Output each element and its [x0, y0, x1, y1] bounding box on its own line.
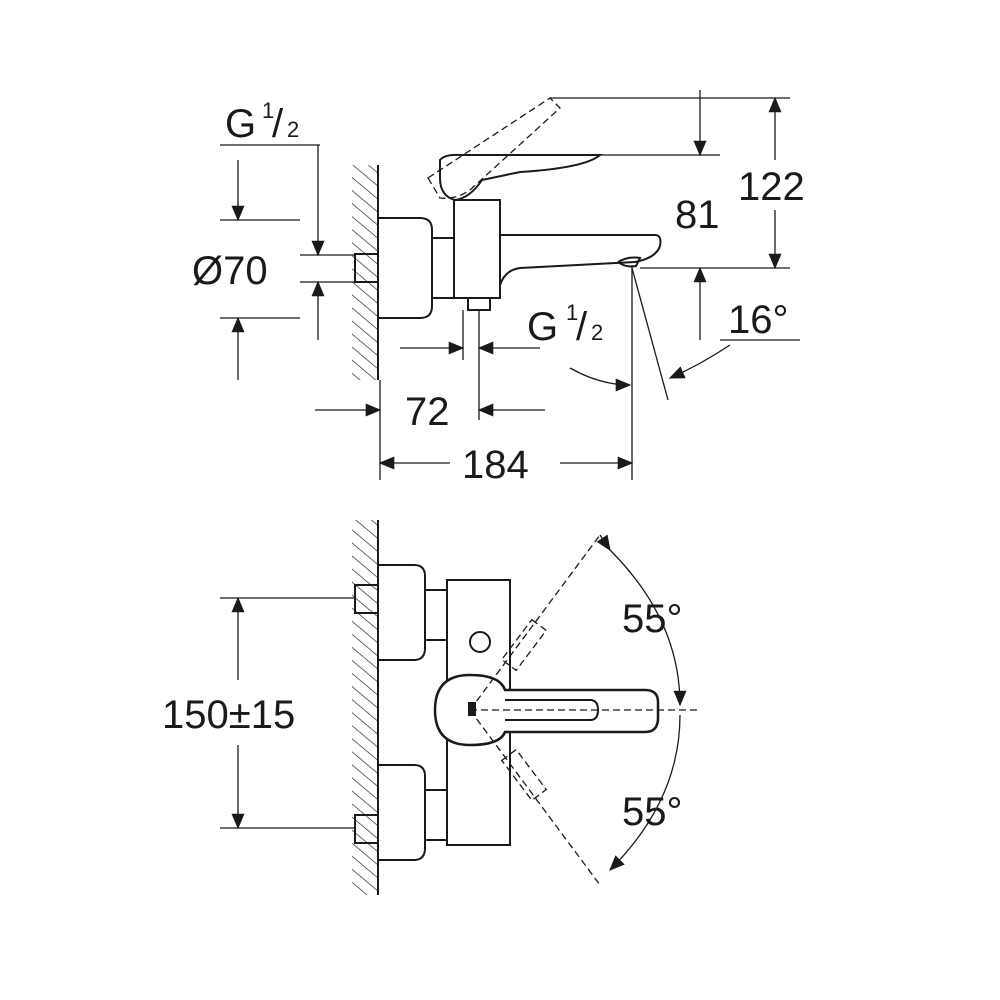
lever — [439, 153, 603, 202]
diameter-label: Ø70 — [192, 249, 268, 293]
inlet-thread-label: G 1 / 2 — [225, 98, 299, 146]
spout — [499, 234, 662, 286]
angle-up-label: 55° — [622, 597, 683, 641]
height-total-label: 122 — [738, 165, 805, 209]
svg-text:2: 2 — [591, 320, 603, 345]
height-spout-label: 81 — [675, 193, 720, 237]
wall-connector — [378, 217, 433, 319]
lever-open-position — [427, 97, 561, 199]
depth-total-label: 184 — [462, 443, 529, 487]
svg-text:1: 1 — [566, 300, 578, 325]
svg-text:2: 2 — [287, 117, 299, 142]
svg-text:G: G — [225, 102, 256, 146]
svg-text:/: / — [272, 102, 284, 146]
svg-text:G: G — [527, 305, 558, 349]
top-view: 55° 55° 150±15 — [162, 520, 700, 895]
svg-text:/: / — [576, 305, 588, 349]
side-view: 81 122 G 1 / 2 Ø70 G 1 / 2 — [192, 90, 805, 487]
svg-text:1: 1 — [262, 98, 274, 123]
depth-outlet-label: 72 — [405, 390, 450, 434]
angle-down-label: 55° — [622, 790, 683, 834]
mixer-body — [453, 199, 501, 299]
outlet-thread-label: G 1 / 2 — [527, 300, 603, 349]
spout-angle-label: 16° — [728, 298, 789, 342]
centres-label: 150±15 — [162, 693, 295, 737]
wall-hatch — [352, 520, 378, 895]
wall-hatch — [352, 165, 378, 380]
wall-nut — [354, 253, 379, 283]
lever-handle — [433, 673, 660, 747]
